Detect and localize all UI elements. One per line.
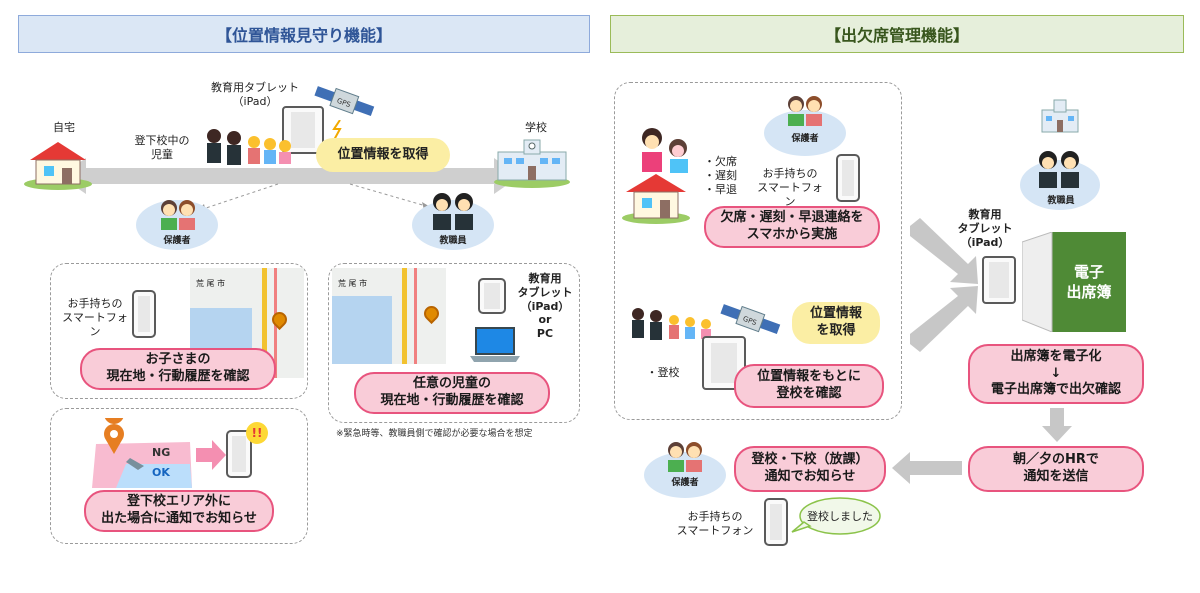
pink-arrow-icon bbox=[196, 440, 226, 470]
ok-label: OK bbox=[152, 466, 170, 479]
map-city-text: 荒 尾 市 bbox=[196, 279, 226, 288]
speech-bubble bbox=[791, 497, 881, 535]
commute-arrow bbox=[60, 158, 520, 194]
any-child-pill: 任意の児童の 現在地・行動履歴を確認 bbox=[354, 372, 550, 414]
right-guardian-label: 保護者 bbox=[791, 134, 819, 144]
right-gps-satellite-icon: GPS bbox=[720, 304, 781, 335]
sick-child-icon bbox=[642, 128, 688, 173]
right-staff-label: 教職員 bbox=[1047, 196, 1075, 206]
location-section-header: 【位置情報見守り機能】 bbox=[18, 15, 590, 53]
staff-icon bbox=[433, 193, 473, 230]
staff-device-label: 教育用 タブレット （iPad） or PC bbox=[517, 272, 573, 340]
attend-label: ・登校 bbox=[646, 366, 680, 379]
bottom-guardian-label: 保護者 bbox=[671, 478, 699, 488]
bottom-guardian-circle bbox=[644, 452, 726, 498]
hr-notification-pill: 朝／夕のHRで 通知を送信 bbox=[968, 446, 1144, 492]
school-notify-pill: 登校・下校（放課） 通知でお知らせ bbox=[734, 446, 886, 492]
left-arrow bbox=[892, 452, 962, 484]
area-alert-panel bbox=[50, 408, 308, 544]
right-smartphone-icon bbox=[836, 154, 860, 202]
house-icon bbox=[24, 142, 92, 190]
right-staff-icon bbox=[1039, 151, 1079, 188]
signal-icon bbox=[332, 120, 342, 140]
absence-types-label: ・欠席 ・遅刻 ・早退 bbox=[704, 155, 737, 196]
staff-tablet-icon bbox=[478, 278, 506, 314]
right-house-icon bbox=[622, 174, 690, 224]
children-group-icon bbox=[207, 129, 291, 165]
emergency-note: ※緊急時等、教職員側で確認が必要な場合を想定 bbox=[336, 429, 533, 439]
right-attend-tablet-icon bbox=[702, 336, 746, 390]
parent-contact-panel bbox=[614, 82, 902, 420]
right-children-group-icon bbox=[632, 308, 711, 340]
staff-map-panel bbox=[328, 263, 580, 423]
area-boundary-icon bbox=[92, 418, 192, 488]
right-tablet-label: 教育用 タブレット （iPad） bbox=[957, 208, 1013, 249]
attendance-section-header: 【出欠席管理機能】 bbox=[610, 15, 1184, 53]
flow-arrows-to-tablet bbox=[910, 218, 978, 352]
bottom-guardian-icon bbox=[668, 442, 702, 472]
staff-map-city-text: 荒 尾 市 bbox=[338, 279, 368, 288]
right-phone-label: お手持ちの スマートフォン bbox=[757, 167, 823, 208]
gps-satellite-icon: GPS bbox=[314, 86, 375, 117]
right-staff-circle bbox=[1020, 160, 1100, 210]
school-icon bbox=[494, 139, 570, 188]
right-acquire-location-label: 位置情報 を取得 bbox=[792, 302, 880, 344]
electronic-roll-book: 電子 出席簿 bbox=[1052, 232, 1126, 332]
school-label: 学校 bbox=[525, 121, 547, 134]
right-guardian-circle bbox=[764, 110, 846, 156]
confirm-attendance-pill: 位置情報をもとに 登校を確認 bbox=[734, 364, 884, 408]
smartphone-icon bbox=[132, 290, 156, 338]
acquire-location-label: 位置情報を取得 bbox=[316, 138, 450, 172]
alert-badge-icon: !! bbox=[246, 422, 268, 444]
guardian-map-panel bbox=[50, 263, 308, 399]
right-tablet-icon bbox=[982, 256, 1016, 304]
area-alert-pill: 登下校エリア外に 出た場合に通知でお知らせ bbox=[84, 490, 274, 532]
right-guardian-icon bbox=[788, 96, 822, 126]
guardian-label: 保護者 bbox=[163, 236, 191, 246]
children-label: 登下校中の 児童 bbox=[134, 134, 190, 161]
staff-label: 教職員 bbox=[439, 236, 467, 246]
digitize-roll-book-pill: 出席簿を電子化 ↓ 電子出席簿で出欠確認 bbox=[968, 344, 1144, 404]
contact-from-phone-pill: 欠席・遅刻・早退連絡を スマホから実施 bbox=[704, 206, 880, 248]
bottom-smartphone-icon bbox=[764, 498, 788, 546]
speech-text: 登校しました bbox=[807, 510, 873, 523]
staff-circle bbox=[412, 200, 494, 250]
right-school-icon bbox=[1041, 99, 1079, 133]
ebook-page-shadow bbox=[1022, 232, 1053, 332]
pc-icon bbox=[470, 327, 520, 362]
phone-label: お手持ちの スマートフォン bbox=[62, 297, 128, 338]
home-label: 自宅 bbox=[53, 121, 75, 134]
tablet-label: 教育用タブレット （iPad） bbox=[211, 81, 299, 108]
down-arrow bbox=[1042, 408, 1072, 442]
bottom-phone-label: お手持ちの スマートフォン bbox=[676, 510, 754, 537]
child-location-pill: お子さまの 現在地・行動履歴を確認 bbox=[80, 348, 276, 390]
ng-label: NG bbox=[152, 446, 171, 459]
guardian-icon bbox=[161, 200, 195, 230]
